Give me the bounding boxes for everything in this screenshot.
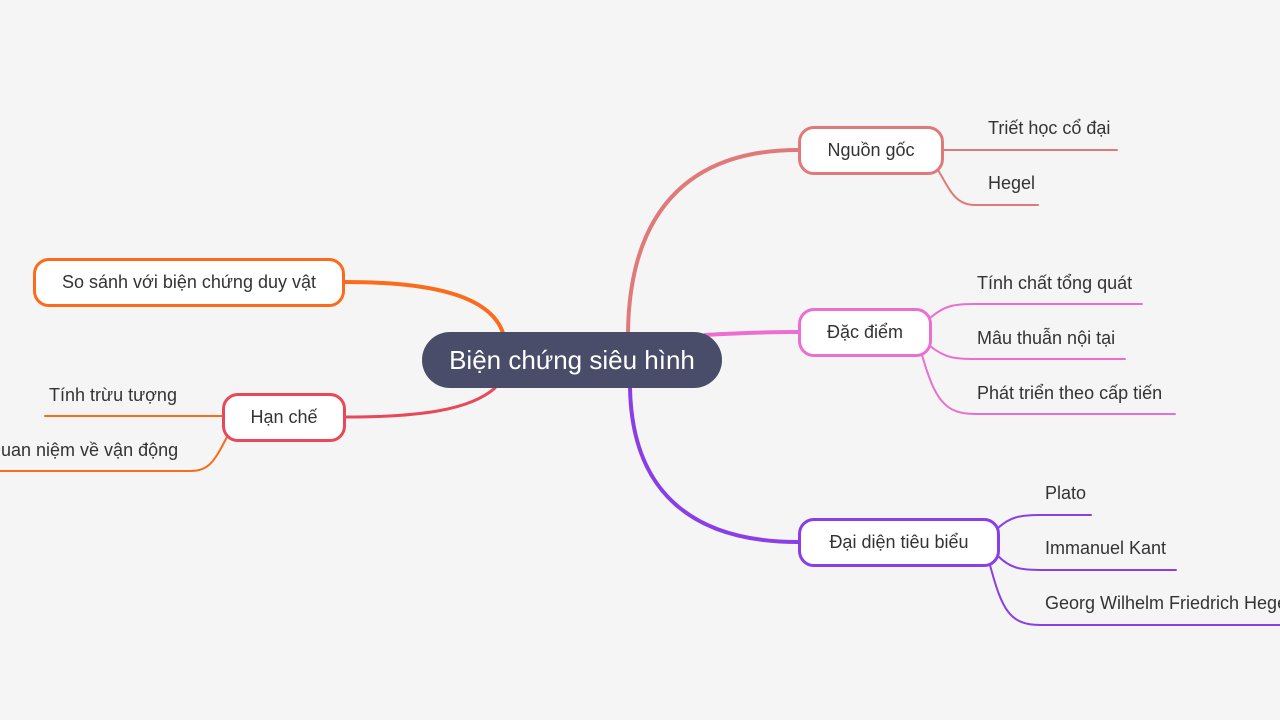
topic-dac-diem[interactable]: Đặc điểm bbox=[798, 308, 932, 357]
topic-label: Nguồn gốc bbox=[827, 140, 915, 160]
subtopic[interactable]: Quan niệm về vận động bbox=[0, 440, 179, 460]
topic-dai-dien-tieu-bieu[interactable]: Đại diện tiêu biểu bbox=[798, 518, 1000, 567]
subtopic[interactable]: Tính trừu tượng bbox=[49, 385, 177, 405]
edge-leaf bbox=[989, 564, 1280, 626]
subtopic[interactable]: Tính chất tổng quát bbox=[977, 273, 1133, 293]
edge-leaf bbox=[0, 434, 229, 472]
edge-dac-diem bbox=[703, 330, 800, 337]
topic-label: Hạn chế bbox=[250, 407, 318, 427]
topic-label: So sánh với biện chứng duy vật bbox=[61, 272, 316, 292]
edge-han-che bbox=[344, 386, 497, 419]
edge-leaf bbox=[997, 555, 1177, 571]
edge-dai-dien bbox=[628, 386, 800, 544]
subtopic[interactable]: Hegel bbox=[988, 173, 1036, 193]
topic-nguon-goc[interactable]: Nguồn gốc bbox=[798, 126, 944, 175]
edge-leaf bbox=[937, 169, 1039, 206]
subtopic[interactable]: Mâu thuẫn nội tại bbox=[977, 328, 1116, 348]
subtopic[interactable]: Georg Wilhelm Friedrich Hegel bbox=[1045, 593, 1280, 613]
topic-so-sanh[interactable]: So sánh với biện chứng duy vật bbox=[33, 258, 345, 307]
central-topic[interactable]: Biện chứng siêu hình bbox=[422, 332, 722, 388]
edge-leaf bbox=[921, 354, 1176, 415]
topic-label: Đại diện tiêu biểu bbox=[829, 532, 969, 552]
topic-label: Đặc điểm bbox=[826, 322, 904, 342]
edge-leaf bbox=[997, 514, 1092, 529]
central-topic-label: Biện chứng siêu hình bbox=[449, 344, 695, 375]
subtopic[interactable]: Plato bbox=[1045, 483, 1087, 503]
topic-han-che[interactable]: Hạn chế bbox=[222, 393, 346, 442]
subtopic[interactable]: Immanuel Kant bbox=[1045, 538, 1167, 558]
edge-so-sanh bbox=[343, 280, 505, 335]
edge-nguon-goc bbox=[626, 148, 800, 334]
edge-leaf bbox=[929, 303, 1143, 319]
subtopic[interactable]: Phát triển theo cấp tiến bbox=[977, 383, 1163, 403]
edge-leaf bbox=[929, 345, 1126, 360]
subtopic[interactable]: Triết học cổ đại bbox=[988, 118, 1111, 138]
